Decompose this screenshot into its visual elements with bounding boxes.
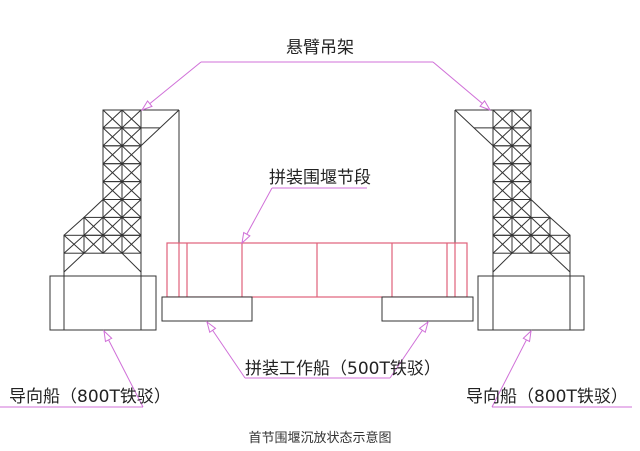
truss-diagonal [492, 199, 513, 218]
assembly-barge-left [161, 296, 253, 322]
truss-diagonal [530, 217, 551, 236]
right-tower [454, 109, 585, 331]
label-cofferdam-segment: 拼装围堰节段 [269, 168, 371, 188]
arrow-head [418, 320, 429, 334]
leg-brace [492, 252, 513, 273]
leg-brace [549, 252, 571, 273]
truss-diagonal [511, 145, 532, 165]
truss-diagonal [102, 181, 123, 200]
arrow-head [206, 320, 217, 334]
truss-diagonal [102, 217, 123, 236]
truss-cell [121, 234, 142, 254]
leader-line [141, 61, 202, 111]
arrow-head [522, 329, 532, 343]
truss-diagonal [492, 127, 513, 147]
leg-brace [63, 252, 85, 273]
truss-diagonal [511, 234, 532, 254]
label-guide-ship-right: 导向船（800T铁驳） [466, 387, 628, 407]
cofferdam-segment [161, 242, 474, 322]
truss-diagonal [102, 199, 123, 218]
truss-edge [549, 217, 571, 236]
truss-diagonal [83, 234, 104, 254]
truss-diagonal [121, 217, 142, 236]
truss-edge [63, 217, 85, 236]
truss-diagonal [511, 199, 532, 218]
truss-diagonal [102, 234, 123, 254]
leader-line [103, 330, 144, 408]
truss-diagonal [121, 145, 142, 165]
truss-diagonal [102, 145, 123, 165]
truss-diagonal [63, 234, 85, 254]
leader-line [206, 321, 246, 379]
leg-brace [121, 252, 142, 273]
truss-diagonal [530, 234, 551, 254]
truss-diagonal [121, 109, 142, 129]
truss-diagonal [102, 127, 123, 147]
truss-diagonal [102, 163, 123, 182]
guide-ship [49, 275, 157, 331]
assembly-barge-right [381, 296, 474, 322]
leader-line [432, 61, 491, 111]
label-assembly-barge: 拼装工作船（500T铁驳） [245, 359, 441, 379]
truss-diagonal [492, 109, 513, 129]
truss-diagonal [492, 145, 513, 165]
towers [49, 109, 585, 331]
truss-diagonal [511, 181, 532, 200]
leader-line [491, 330, 532, 408]
arrow-head [103, 329, 113, 343]
truss-edge [530, 199, 551, 218]
truss-diagonal [511, 109, 532, 129]
truss-diagonal [492, 163, 513, 182]
truss-diagonal [492, 217, 513, 236]
truss-diagonal [121, 199, 142, 218]
truss-diagonal [121, 127, 142, 147]
guide-ship [477, 275, 585, 331]
leader-line [389, 321, 429, 379]
truss-diagonal [492, 234, 513, 254]
truss-diagonal [102, 109, 123, 129]
truss-diagonal [511, 127, 532, 147]
truss-diagonal [511, 217, 532, 236]
left-tower [49, 109, 180, 331]
label-cantilever-crane: 悬臂吊架 [286, 38, 354, 58]
arrow-head [241, 231, 251, 245]
caption: 首节围堰沉放状态示意图 [248, 430, 391, 446]
truss-diagonal [121, 163, 142, 182]
truss-diagonal [511, 163, 532, 182]
truss-diagonal [83, 217, 104, 236]
truss-diagonal [121, 234, 142, 254]
label-guide-ship-left: 导向船（800T铁驳） [9, 387, 171, 407]
leader-lines [0, 61, 632, 408]
truss-diagonal [121, 181, 142, 200]
truss-diagonal [492, 181, 513, 200]
truss-edge [83, 199, 104, 218]
arrow-head [140, 100, 153, 111]
truss-diagonal [549, 234, 571, 254]
truss-cell [492, 234, 513, 254]
arrow-head [479, 100, 492, 111]
